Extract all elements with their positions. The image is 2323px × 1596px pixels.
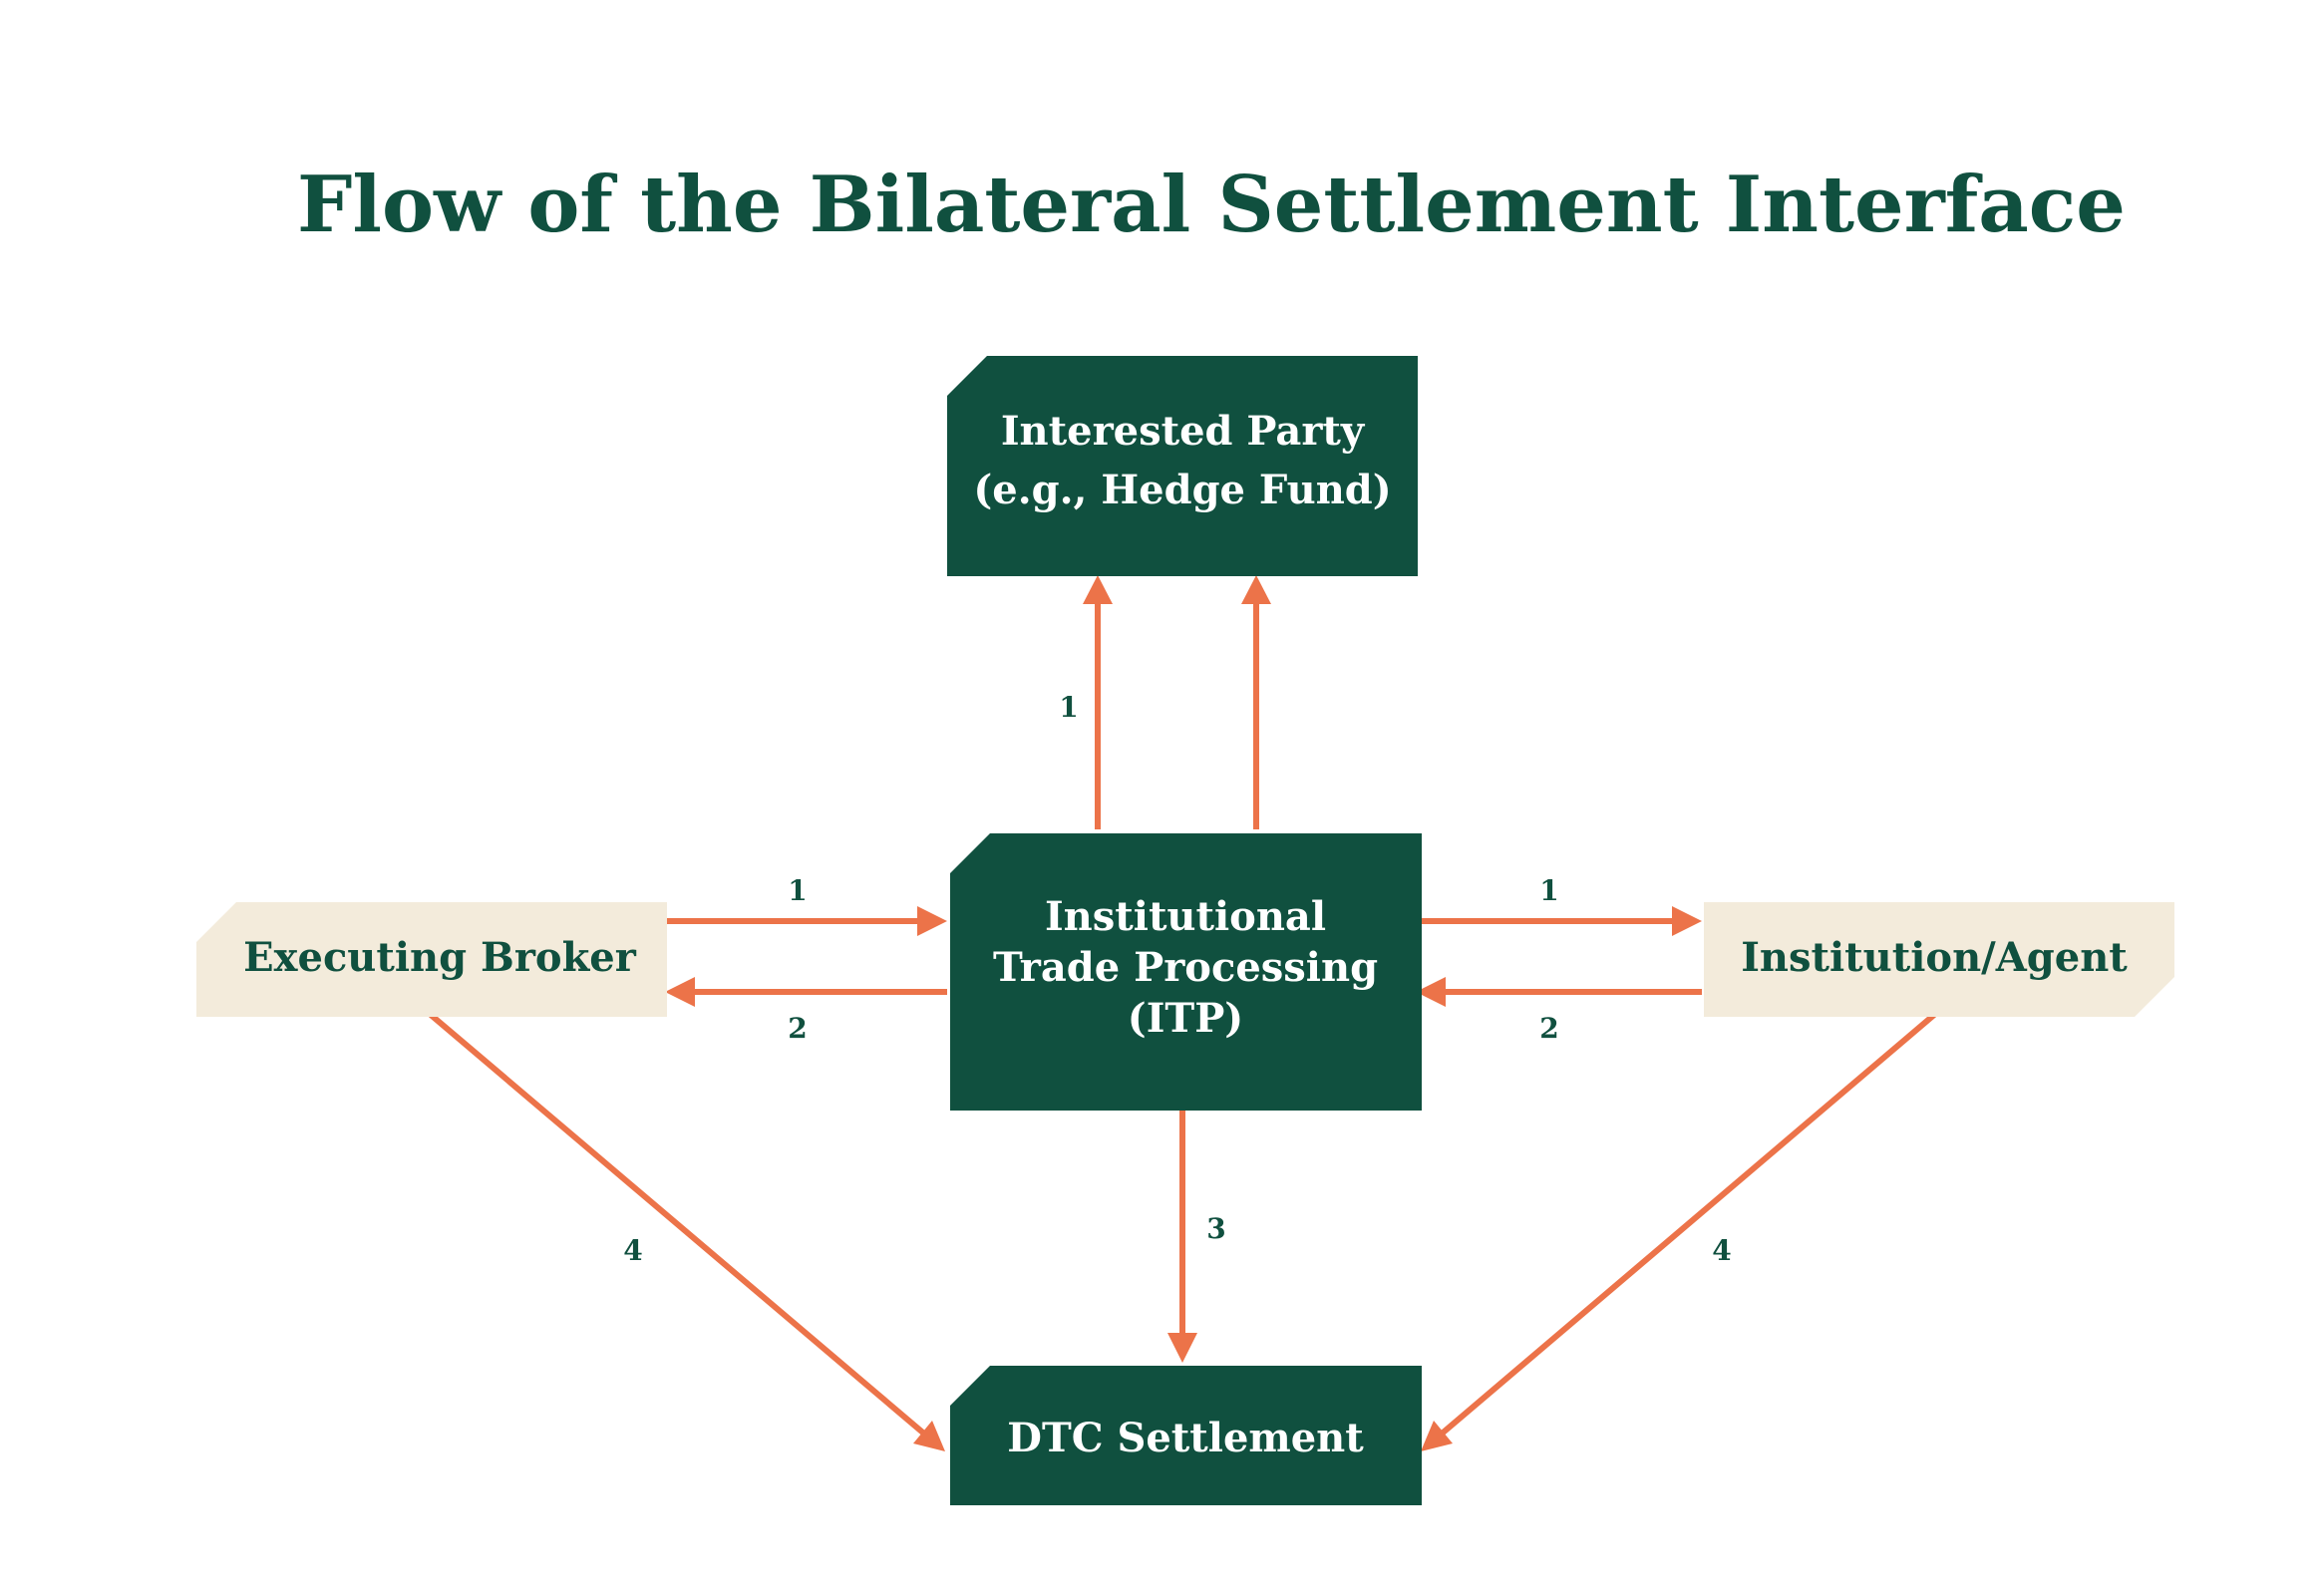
node-dtc-settlement: DTC Settlement	[950, 1366, 1422, 1505]
dtc-settlement-label: DTC Settlement	[1007, 1415, 1364, 1461]
arrow-broker-to-itp	[665, 906, 947, 936]
step-label-institution-to-itp: 2	[1539, 1012, 1558, 1045]
step-label-institution-to-dtc: 4	[1712, 1234, 1731, 1267]
arrow-institution-to-itp	[1416, 977, 1702, 1007]
itp-label-line3: (ITP)	[1128, 995, 1243, 1042]
arrow-itp-to-dtc	[1167, 1107, 1197, 1363]
step-label-itp-to-broker: 2	[788, 1012, 807, 1045]
diagram-title: Flow of the Bilateral Settlement Interfa…	[297, 160, 2126, 250]
interested-party-box	[947, 356, 1418, 576]
executing-broker-label: Executing Broker	[243, 934, 637, 981]
step-label-itp-to-institution: 1	[1539, 874, 1558, 907]
node-executing-broker: Executing Broker	[196, 902, 667, 1017]
institution-agent-label: Institution/Agent	[1741, 934, 2128, 981]
step-label-itp-to-dtc: 3	[1206, 1212, 1225, 1245]
itp-label-line1: Institutional	[1045, 893, 1326, 940]
executing-broker-box	[196, 902, 667, 1017]
itp-label-line2: Trade Processing	[993, 944, 1378, 991]
arrow-itp-to-interested-party-right	[1241, 575, 1271, 829]
step-label-itp-to-interested-party: 1	[1059, 691, 1078, 724]
node-institution-agent: Institution/Agent	[1704, 902, 2174, 1017]
institution-agent-box	[1704, 902, 2174, 1017]
itp-box	[950, 833, 1422, 1111]
interested-party-label-line1: Interested Party	[1001, 408, 1366, 455]
step-label-broker-to-itp: 1	[788, 874, 807, 907]
interested-party-label-line2: (e.g., Hedge Fund)	[973, 467, 1391, 513]
arrow-itp-to-institution	[1416, 906, 1702, 936]
node-itp: Institutional Trade Processing (ITP)	[950, 833, 1422, 1111]
arrow-institution-to-dtc	[1421, 1012, 1936, 1451]
arrow-broker-to-dtc	[429, 1012, 945, 1451]
step-label-broker-to-dtc: 4	[623, 1234, 642, 1267]
arrow-itp-to-interested-party-left	[1083, 575, 1113, 829]
dtc-settlement-box	[950, 1366, 1422, 1505]
arrow-itp-to-broker	[665, 977, 947, 1007]
node-interested-party: Interested Party (e.g., Hedge Fund)	[947, 356, 1418, 576]
